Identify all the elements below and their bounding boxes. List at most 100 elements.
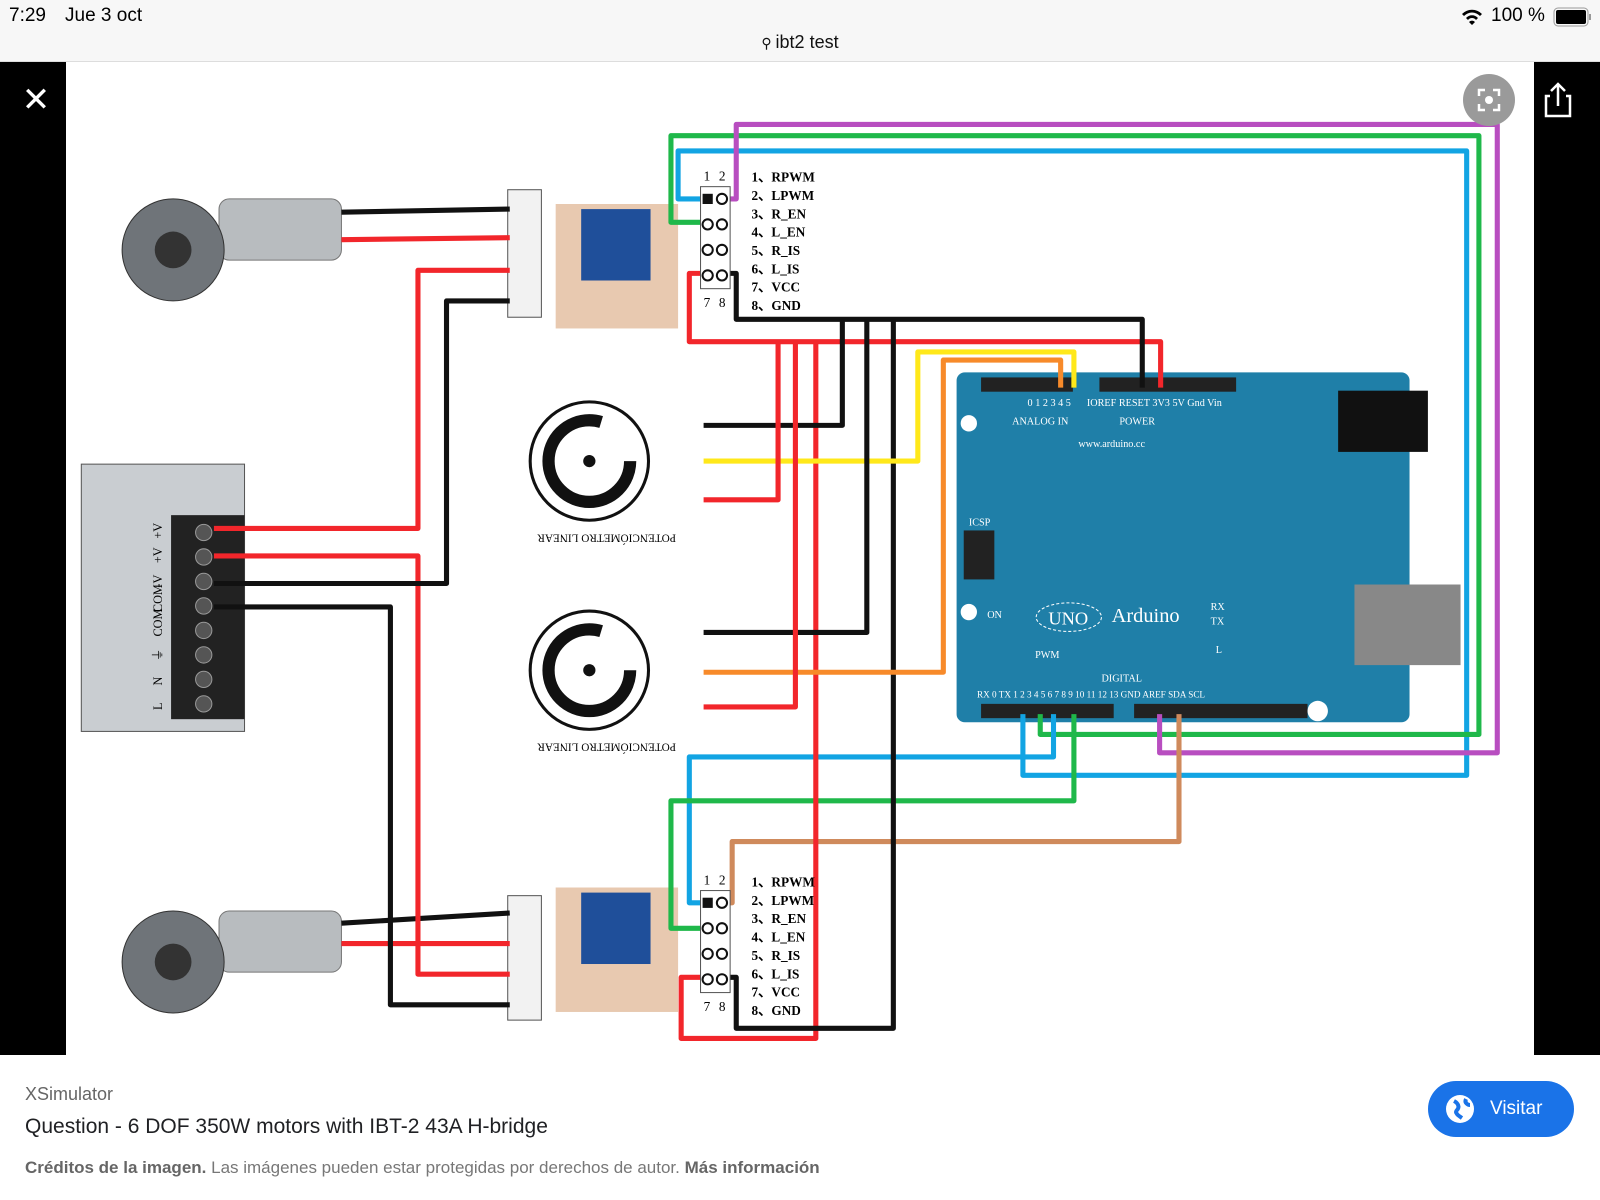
ibt2-board-bottom [555, 887, 679, 1012]
tx-label: TX [1211, 616, 1225, 627]
pot-label: POTENCIÓMETRO LINEAR [537, 741, 676, 753]
credits-label: Créditos de la imagen. [25, 1158, 207, 1177]
image-info-panel: XSimulator Question - 6 DOF 350W motors … [0, 1055, 1600, 1200]
pwm-label: PWM [1035, 650, 1059, 661]
wire-red-vcc-bottom [678, 341, 819, 1042]
header-pin [702, 897, 713, 908]
header-pin [715, 269, 729, 282]
motor-bottom [121, 910, 342, 1014]
pot-label: POTENCIÓMETRO LINEAR [537, 532, 676, 544]
header-pin [701, 973, 714, 986]
psu-terminal [195, 621, 213, 640]
source-name[interactable]: XSimulator [25, 1084, 114, 1104]
pin-label: 6、L_IS [752, 966, 800, 981]
pin-label: 1、RPWM [752, 170, 816, 185]
credits: Créditos de la imagen. Las imágenes pued… [25, 1158, 820, 1178]
psu-label: +V [151, 547, 165, 563]
pin-label: 4、L_EN [752, 930, 806, 945]
digital-label: DIGITAL [1101, 673, 1142, 684]
wire-red-psu-top [213, 267, 510, 531]
header-pin [702, 193, 713, 204]
wifi-icon [1462, 9, 1482, 25]
header-pin [701, 922, 714, 935]
header-pin [715, 218, 729, 231]
wire-red-pot1 [703, 341, 781, 503]
header-col-label: 7 [704, 295, 711, 310]
date: Jue 3 oct [65, 5, 143, 26]
wire-blue-bottom [686, 714, 1057, 906]
header-pin [715, 192, 729, 206]
close-button[interactable]: ✕ [18, 82, 54, 118]
battery-icon [1553, 7, 1591, 27]
header-pin [715, 973, 729, 986]
wire-black-pot2 [703, 319, 870, 636]
psu-label: COM [151, 609, 165, 637]
pin-label: 1、RPWM [752, 874, 816, 889]
psu-label: N [151, 677, 165, 686]
psu-terminal [195, 572, 213, 591]
psu-terminal [195, 597, 213, 615]
brand-label: Arduino [1112, 605, 1180, 627]
motor-top [121, 198, 342, 302]
pin-label: 4、L_EN [752, 225, 806, 240]
arduino-uno-board: 0 1 2 3 4 5 ANALOG IN POWER IOREF RESET … [956, 372, 1461, 723]
psu-label: +V [151, 523, 165, 539]
psu-label: -V [151, 575, 165, 588]
psu-label: ⏚ [151, 649, 165, 661]
url-label: www.arduino.cc [1078, 439, 1145, 450]
image-title[interactable]: Question - 6 DOF 350W motors with IBT-2 … [25, 1115, 548, 1138]
power-pins-label: IOREF RESET 3V3 5V Gnd Vin [1087, 398, 1222, 409]
psu-terminal [195, 670, 213, 689]
time: 7:29 [9, 5, 46, 26]
wire-black-motor-top [341, 206, 510, 215]
ibt2-board-top [555, 203, 679, 329]
credits-text: Las imágenes pueden estar protegidas por… [206, 1158, 685, 1177]
visit-button[interactable]: Visitar [1428, 1081, 1574, 1137]
wire-black-gnd-top [721, 270, 1145, 388]
lens-icon [1477, 88, 1501, 112]
pin-label: 8、GND [752, 1003, 801, 1018]
power-label: POWER [1119, 416, 1155, 427]
pin-label: 2、LPWM [752, 188, 815, 203]
pin-label: 8、GND [752, 298, 801, 313]
header-pin [715, 896, 729, 909]
search-query[interactable]: ⚲ ibt2 test [761, 32, 839, 52]
analog-pins-label: 0 1 2 3 4 5 [1028, 398, 1071, 409]
close-icon: ✕ [21, 81, 51, 119]
wire-black-motor-bottom [341, 910, 510, 926]
lens-button[interactable] [1463, 74, 1515, 126]
wire-orange-pot2 [703, 357, 1064, 675]
psu-terminal [195, 695, 213, 713]
pin-label: 2、LPWM [752, 893, 815, 908]
share-button[interactable] [1540, 80, 1576, 120]
more-info-link[interactable]: Más información [684, 1158, 820, 1177]
wires [213, 121, 1500, 1042]
battery-percent: 100 % [1491, 5, 1545, 26]
wire-green-top [668, 133, 1482, 738]
header-col-label: 1 [704, 169, 711, 184]
wire-black-pot1 [703, 319, 845, 428]
on-label: ON [987, 610, 1002, 621]
potentiometer-1: POTENCIÓMETRO LINEAR [528, 400, 676, 544]
wire-blue-top [675, 148, 1470, 778]
icsp-label: ICSP [969, 517, 991, 528]
pin-label: 7、VCC [752, 985, 801, 1000]
wire-black-gnd-bottom [721, 319, 896, 1031]
psu-label: COM [151, 584, 165, 612]
search-icon: ⚲ [761, 35, 776, 51]
psu-label: L [151, 703, 165, 710]
header-pin [715, 947, 729, 960]
wire-red-motor-top [341, 235, 510, 243]
header-pin [715, 243, 729, 257]
pin-label: 3、R_EN [752, 911, 807, 926]
pin-label: 3、R_EN [752, 206, 807, 221]
header-pin [701, 269, 714, 282]
header-pin [701, 218, 714, 231]
header-col-label: 2 [719, 872, 726, 887]
pin-label: 6、L_IS [752, 261, 800, 276]
rx-label: RX [1211, 602, 1226, 613]
